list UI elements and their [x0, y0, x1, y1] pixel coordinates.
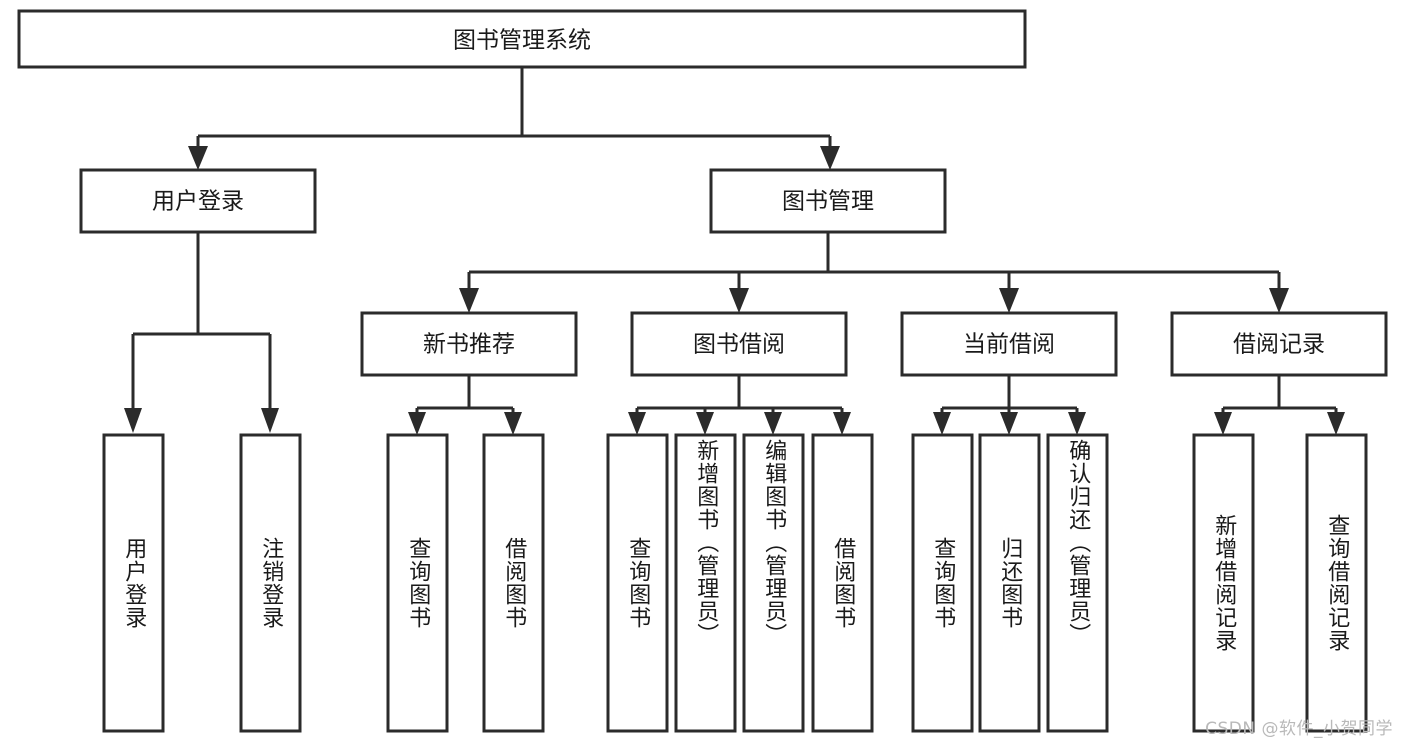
connector-book-borrow-to-leaves [628, 375, 851, 435]
node-current-borrow-box[interactable] [900, 311, 1118, 377]
arrow-head-leaf-edit-book [764, 412, 782, 435]
leaf-box-borrow-book-1[interactable] [482, 433, 545, 733]
arrow-head-leaf-confirm-return [1068, 412, 1086, 435]
node-new-book-recommend[interactable]: 新书推荐 [360, 311, 578, 377]
node-book-manage-label: 图书管理 [782, 189, 874, 215]
arrow-head-user-login [188, 146, 208, 170]
node-current-borrow-label: 当前借阅 [963, 332, 1055, 358]
leaf-box-query-book-1[interactable] [386, 433, 449, 733]
arrow-head-book-borrow [729, 288, 749, 313]
node-current-borrow[interactable]: 当前借阅 [900, 311, 1118, 377]
node-new-book-recommend-box[interactable] [360, 311, 578, 377]
leaf-box-query-book-2[interactable] [606, 433, 669, 733]
connector-borrow-record-to-leaves [1214, 375, 1345, 435]
leaf-box-user-login[interactable] [102, 433, 165, 733]
node-user-login-label: 用户登录 [152, 189, 244, 215]
arrow-head-leaf-query-book-1 [408, 412, 426, 435]
connector-root-to-level1 [188, 67, 840, 170]
leaf-box-borrow-book-2[interactable] [811, 433, 874, 733]
arrow-head-leaf-borrow-book-2 [833, 412, 851, 435]
arrow-head-leaf-query-book-3 [933, 412, 951, 435]
node-user-login[interactable]: 用户登录 [79, 168, 317, 234]
node-root[interactable]: 图书管理系统 [17, 9, 1027, 69]
connector-user-login-to-leaves [124, 232, 279, 433]
watermark: CSDN @软件_小贺同学 [1205, 719, 1393, 739]
arrow-head-leaf-borrow-book-1 [504, 412, 522, 435]
connector-new-book-to-leaves [408, 375, 522, 435]
node-root-box[interactable] [17, 9, 1027, 69]
connector-book-manage-to-level2 [459, 232, 1289, 313]
arrow-head-leaf-add-book [696, 412, 714, 435]
leaf-box-return-book[interactable] [978, 433, 1041, 733]
node-book-borrow[interactable]: 图书借阅 [630, 311, 848, 377]
leaf-box-query-book-3[interactable] [911, 433, 974, 733]
leaf-box-edit-book[interactable] [742, 433, 805, 733]
arrow-head-leaf-query-record [1327, 412, 1345, 435]
leaf-box-logout[interactable] [239, 433, 302, 733]
node-borrow-record[interactable]: 借阅记录 [1170, 311, 1388, 377]
leaf-box-add-record[interactable] [1192, 433, 1255, 733]
arrow-head-leaf-add-record [1214, 412, 1232, 435]
node-root-label: 图书管理系统 [453, 28, 591, 54]
node-new-book-recommend-label: 新书推荐 [423, 332, 515, 358]
arrow-head-borrow-record [1269, 288, 1289, 313]
connector-current-borrow-to-leaves [933, 375, 1086, 435]
arrow-head-leaf-user-login [124, 408, 142, 433]
arrow-head-new-book [459, 288, 479, 313]
node-user-login-box[interactable] [79, 168, 317, 234]
node-borrow-record-label: 借阅记录 [1233, 332, 1325, 358]
arrow-head-leaf-return-book [1000, 412, 1018, 435]
node-book-manage[interactable]: 图书管理 [709, 168, 947, 234]
leaf-box-add-book[interactable] [674, 433, 737, 733]
arrow-head-current-borrow [999, 288, 1019, 313]
leaf-box-query-record[interactable] [1305, 433, 1368, 733]
arrow-head-leaf-logout [261, 408, 279, 433]
node-book-borrow-label: 图书借阅 [693, 332, 785, 358]
arrow-head-book-manage [820, 146, 840, 170]
arrow-head-leaf-query-book-2 [628, 412, 646, 435]
leaf-box-confirm-return[interactable] [1046, 433, 1109, 733]
